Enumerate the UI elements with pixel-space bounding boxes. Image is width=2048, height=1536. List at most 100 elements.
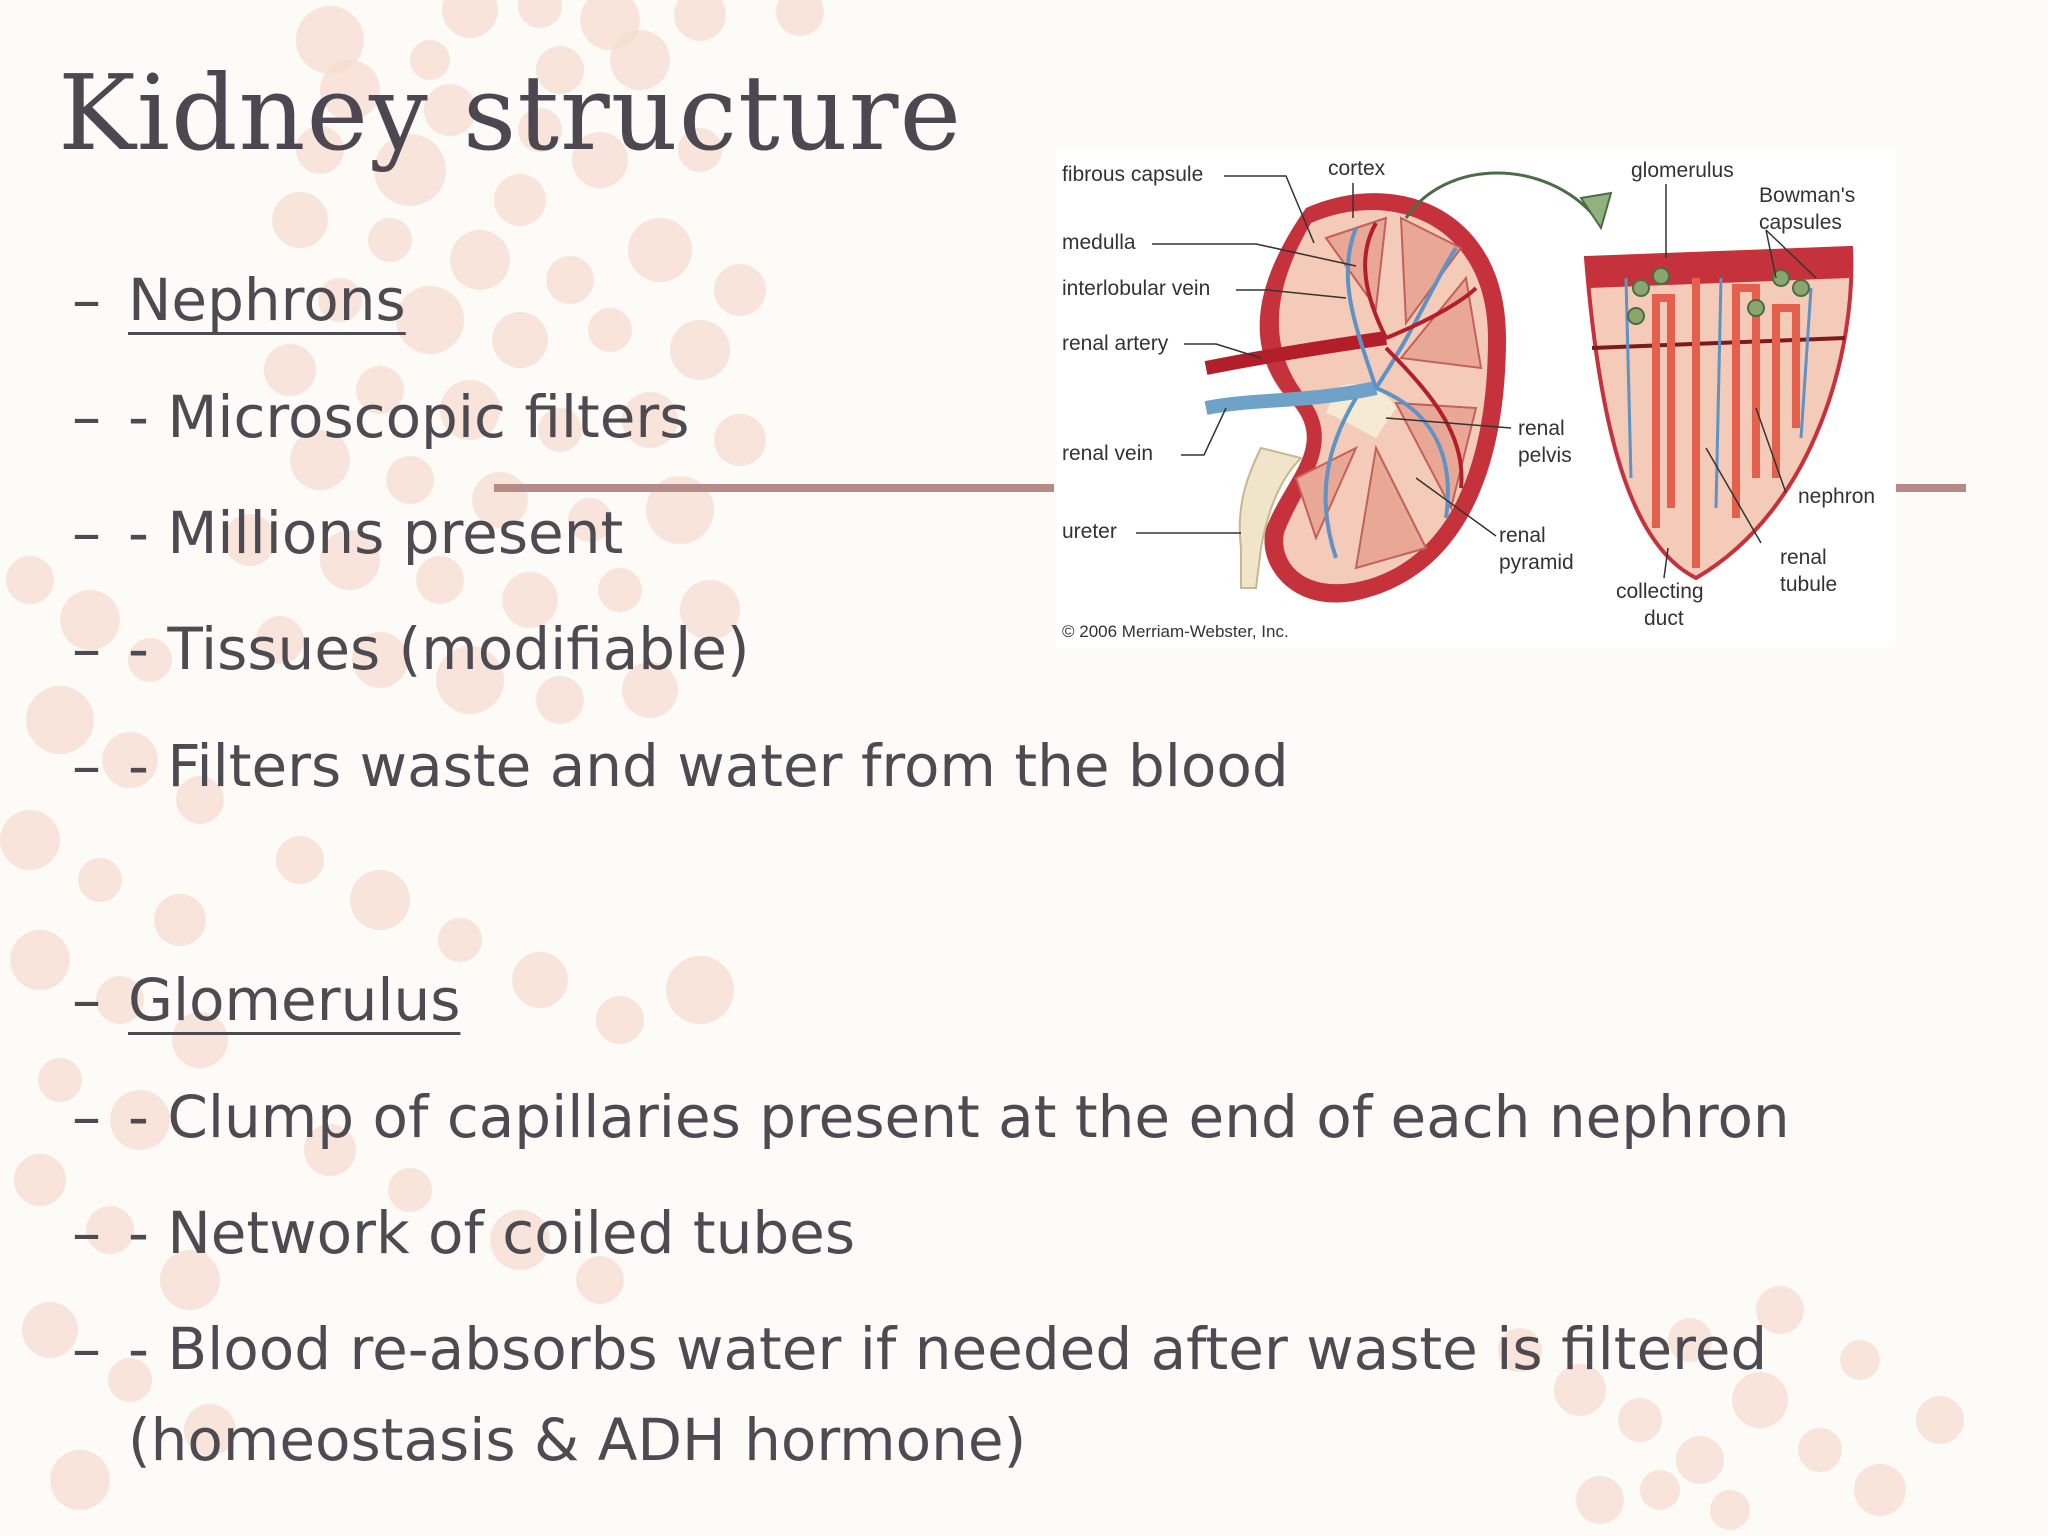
background-dot — [714, 264, 766, 316]
background-dot — [518, 0, 562, 28]
background-dot — [1840, 1340, 1880, 1380]
background-dot — [388, 1168, 432, 1212]
background-dot — [628, 218, 692, 282]
background-dot — [438, 918, 482, 962]
background-dot — [596, 996, 644, 1044]
background-dot — [502, 572, 558, 628]
background-dot — [538, 408, 582, 452]
background-dot — [666, 956, 734, 1024]
label-medulla: medulla — [1062, 231, 1136, 254]
label-bowmans-1: Bowman's — [1759, 184, 1855, 207]
background-dot — [256, 616, 304, 664]
label-cortex: cortex — [1328, 157, 1386, 180]
nephron-wedge-illustration — [1583, 245, 1854, 581]
leader-lines — [1136, 175, 1817, 579]
background-dot — [96, 976, 144, 1024]
label-renal-tubule-2: tubule — [1780, 573, 1837, 596]
background-dot — [128, 638, 172, 682]
label-interlobular-vein: interlobular vein — [1062, 277, 1210, 300]
background-dot — [1916, 1396, 1964, 1444]
figure-copyright: © 2006 Merriam-Webster, Inc. — [1062, 622, 1289, 641]
label-renal-pyramid-2: pyramid — [1499, 551, 1574, 574]
background-dot — [1854, 1464, 1906, 1516]
label-collecting-duct-1: collecting — [1616, 580, 1704, 603]
background-dot — [276, 836, 324, 884]
background-dot — [492, 312, 548, 368]
background-dot — [622, 662, 678, 718]
background-dot — [714, 414, 766, 466]
background-dot — [1676, 1436, 1724, 1484]
background-dot — [154, 894, 206, 946]
background-dot — [1756, 1286, 1804, 1334]
background-dot — [386, 456, 434, 504]
background-dot — [546, 256, 594, 304]
background-dot — [110, 1090, 170, 1150]
background-dot — [160, 1250, 220, 1310]
background-dot — [320, 60, 380, 120]
background-dot — [1668, 1318, 1712, 1362]
background-dot — [1798, 1428, 1842, 1472]
background-dot — [1554, 1364, 1606, 1416]
background-dot — [576, 1256, 624, 1304]
bullet-item: –- Tissues (modifiable) — [72, 615, 750, 683]
background-dot — [670, 320, 730, 380]
background-dot — [60, 590, 120, 650]
background-dot — [536, 46, 584, 94]
background-dot — [108, 1358, 152, 1402]
background-dot — [1710, 1490, 1750, 1530]
background-dot — [518, 108, 562, 152]
kidney-diagram-svg: fibrous capsule cortex medulla interlobu… — [1062, 157, 1875, 641]
background-dot — [10, 930, 70, 990]
bullet-item: –- Blood re-absorbs water if needed afte… — [72, 1315, 1768, 1383]
bullet-item: –- Network of coiled tubes — [72, 1199, 856, 1267]
background-dot — [26, 686, 94, 754]
background-dot — [588, 308, 632, 352]
bullet-item: –- Clump of capillaries present at the e… — [72, 1083, 1790, 1151]
background-dot — [50, 1450, 110, 1510]
background-dot — [568, 498, 612, 542]
label-renal-artery: renal artery — [1062, 332, 1169, 355]
bullet-item: –Nephrons — [72, 266, 406, 334]
background-dot — [14, 1154, 66, 1206]
background-dot — [410, 40, 450, 80]
bullet-item: –Glomerulus — [72, 966, 461, 1034]
background-dot — [86, 1206, 134, 1254]
background-dot — [368, 218, 412, 262]
background-dot — [572, 132, 628, 188]
background-dot — [78, 858, 122, 902]
label-glomerulus: glomerulus — [1631, 159, 1734, 182]
background-dot — [494, 174, 546, 226]
bullet-item-continuation: (homeostasis & ADH hormone) — [128, 1406, 1027, 1474]
background-dot — [416, 556, 464, 604]
label-ureter: ureter — [1062, 520, 1117, 543]
background-dot — [1576, 1476, 1624, 1524]
background-dot — [272, 192, 328, 248]
label-renal-pelvis-2: pelvis — [1518, 444, 1572, 467]
background-dot — [440, 380, 500, 440]
label-fibrous-capsule: fibrous capsule — [1062, 163, 1203, 186]
background-dot — [680, 580, 740, 640]
divider-line-right — [1896, 484, 1966, 492]
kidney-illustration — [1204, 193, 1506, 603]
background-dot — [490, 1210, 550, 1270]
kidney-diagram: fibrous capsule cortex medulla interlobu… — [1056, 148, 1896, 648]
background-dot — [424, 84, 476, 136]
label-renal-tubule-1: renal — [1780, 546, 1827, 569]
bullet-item: –- Millions present — [72, 499, 624, 567]
label-collecting-duct-2: duct — [1644, 607, 1684, 630]
label-bowmans-2: capsules — [1759, 211, 1842, 234]
background-dot — [536, 676, 584, 724]
background-dot — [22, 1302, 78, 1358]
background-dot — [622, 392, 678, 448]
background-dot — [176, 776, 224, 824]
arrowhead-icon — [1579, 191, 1613, 231]
background-dot — [264, 344, 316, 396]
background-dot — [172, 1012, 228, 1068]
background-dot — [102, 732, 158, 788]
background-dot — [674, 0, 726, 41]
label-renal-pyramid-1: renal — [1499, 524, 1546, 547]
background-dot — [184, 1404, 236, 1456]
label-renal-pelvis-1: renal — [1518, 417, 1565, 440]
background-dot — [1498, 1328, 1542, 1372]
slide-title: Kidney structure — [58, 52, 963, 174]
